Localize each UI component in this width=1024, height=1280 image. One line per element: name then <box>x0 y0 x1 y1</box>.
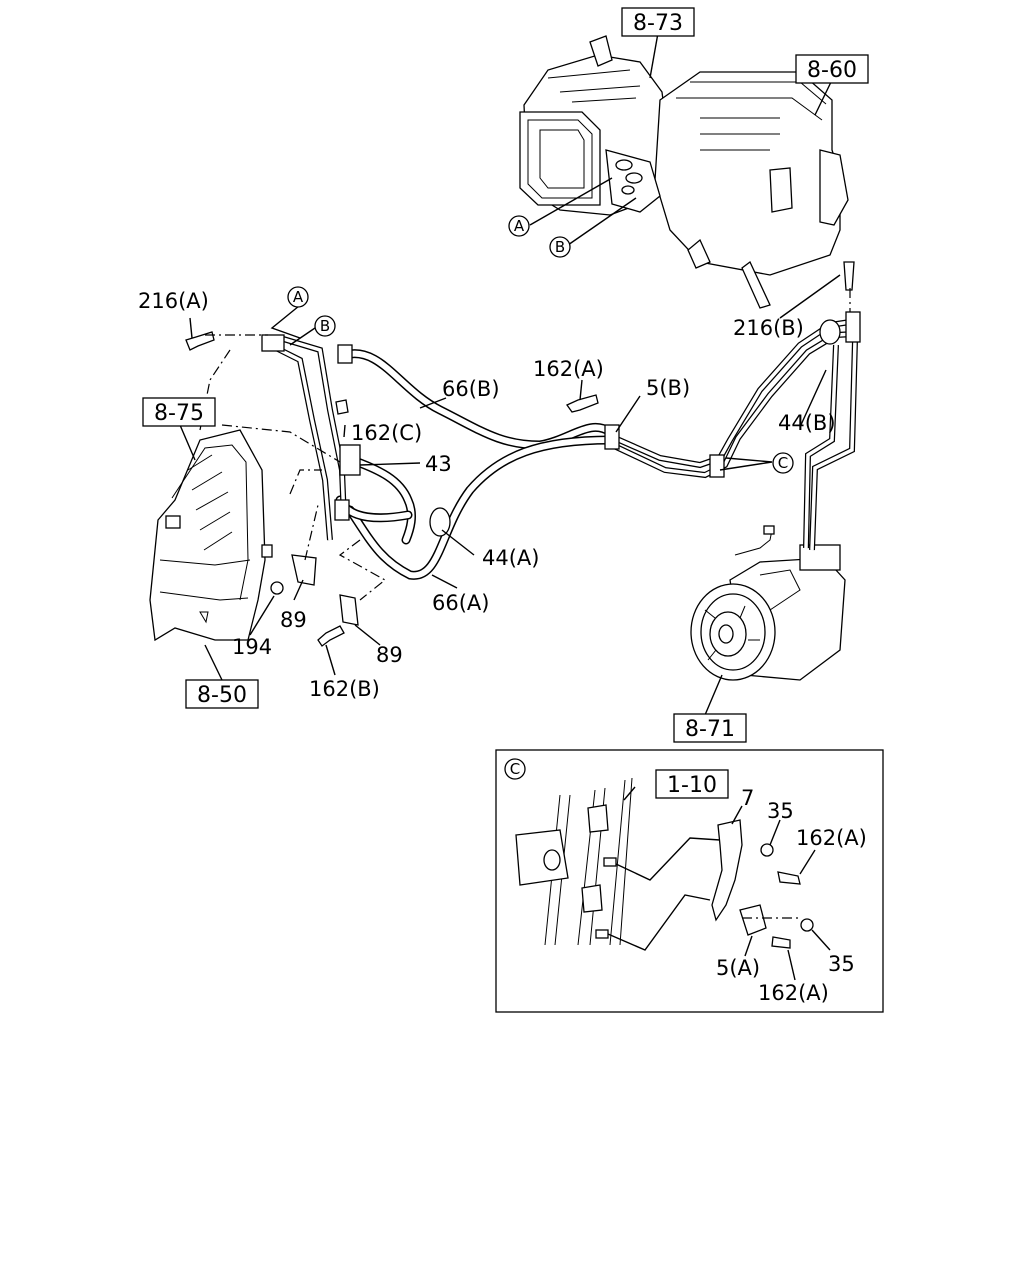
leader-lines <box>179 32 841 716</box>
part-labels: 216(A) 216(B) 162(A) 162(C) 162(B) 5(B) … <box>138 289 836 701</box>
ref-box-8-50 <box>185 679 259 709</box>
label-89-left: 89 <box>280 608 307 632</box>
ref-8-75-text: 8-75 <box>154 401 204 426</box>
detail-label-35-top: 35 <box>767 799 794 823</box>
circle-b-pipe: B <box>320 317 330 335</box>
ref-1-10-text: 1-10 <box>667 773 717 798</box>
label-43: 43 <box>425 452 452 476</box>
phantom-lines <box>199 288 851 601</box>
circle-a-unit: A <box>514 217 525 235</box>
label-89-right: 89 <box>376 643 403 667</box>
detail-view-c: C 1-10 7 35 162(A) 35 5(A) <box>495 749 884 1013</box>
circle-b-unit: B <box>555 238 565 256</box>
ref-8-50-text: 8-50 <box>197 683 247 708</box>
ref-box-8-60 <box>795 54 869 84</box>
label-162a: 162(A) <box>533 357 604 381</box>
label-44b: 44(B) <box>778 411 836 435</box>
hvac-unit-drawing <box>519 35 849 309</box>
circle-marks: A B A B C <box>287 215 794 474</box>
label-66a: 66(A) <box>432 591 489 615</box>
detail-label-7: 7 <box>741 786 754 810</box>
label-162b: 162(B) <box>309 677 380 701</box>
label-216b: 216(B) <box>733 316 804 340</box>
detail-label-35-bottom: 35 <box>828 952 855 976</box>
detail-label-162a-top: 162(A) <box>796 826 867 850</box>
ref-box-8-73 <box>621 7 695 37</box>
ref-box-1-10 <box>655 769 729 799</box>
detail-label-5a: 5(A) <box>716 956 760 980</box>
circle-a-pipe: A <box>293 288 304 306</box>
label-44a: 44(A) <box>482 546 539 570</box>
label-216a: 216(A) <box>138 289 209 313</box>
circle-c-detail: C <box>510 760 520 778</box>
label-162c: 162(C) <box>351 421 422 445</box>
ref-8-71-text: 8-71 <box>685 717 735 742</box>
ref-box-8-71 <box>673 713 747 743</box>
circle-c-main: C <box>778 454 788 472</box>
reference-boxes: 8-73 8-60 8-75 8-50 8-71 <box>142 7 869 743</box>
ref-8-73-text: 8-73 <box>633 11 683 36</box>
body-panel-drawing <box>149 429 273 642</box>
label-5b: 5(B) <box>646 376 690 400</box>
ref-box-8-75 <box>142 397 216 427</box>
ref-8-60-text: 8-60 <box>807 58 857 83</box>
label-194: 194 <box>232 635 272 659</box>
compressor-drawing <box>690 525 846 681</box>
detail-label-162a-bottom: 162(A) <box>758 981 829 1005</box>
refrigerant-lines <box>185 261 861 647</box>
label-66b: 66(B) <box>442 377 500 401</box>
